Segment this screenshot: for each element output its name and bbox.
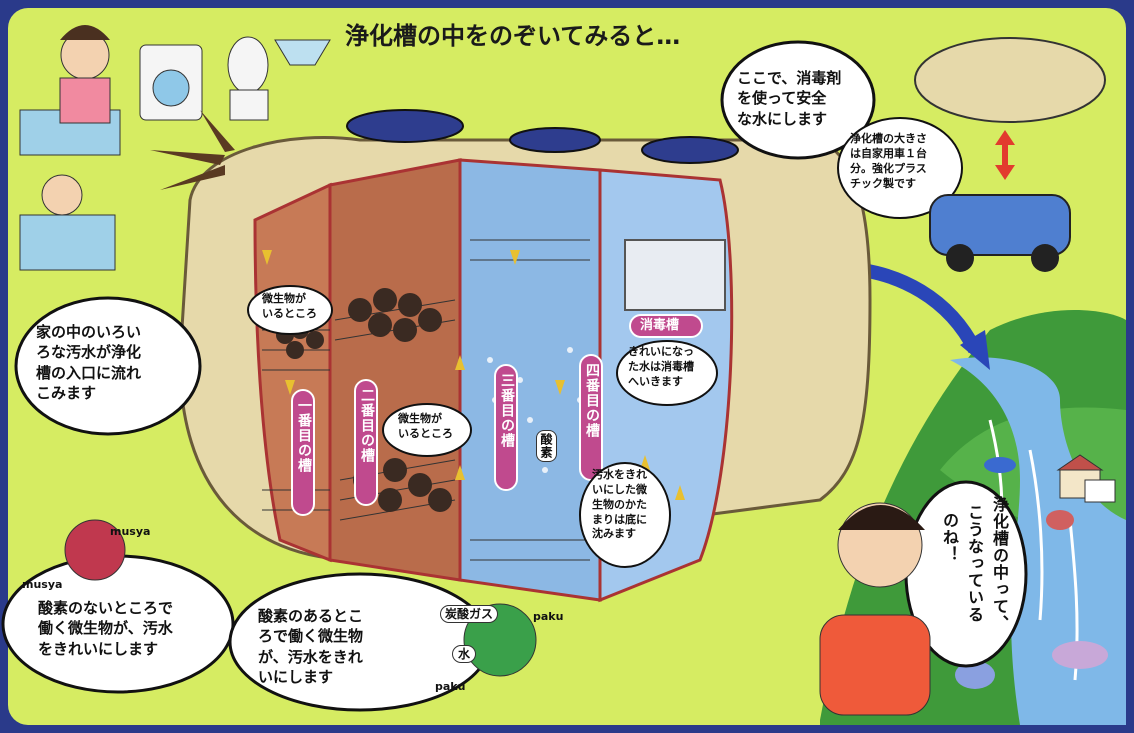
girl-speech-col-1: 浄化槽の中って、: [990, 496, 1009, 632]
size-compare-arrow: [995, 130, 1015, 180]
inlet-bubble: [14, 296, 202, 436]
tank2-note: 微生物が いるところ: [398, 412, 453, 442]
flow-arrows: [262, 250, 685, 500]
girl-speech-col-2: こうなっている: [965, 504, 984, 623]
tank1-note-line-1: 微生物が: [262, 292, 306, 305]
disinfect-line-2: を使って安全: [737, 89, 827, 108]
size-note-line-1: 浄化槽の大きさ: [850, 132, 927, 145]
anaerobic-line-3: をきれいにします: [38, 639, 159, 658]
tank1-note-line-2: いるところ: [262, 306, 317, 320]
inlet-line-2: ろな汚水が浄化: [36, 343, 142, 362]
sediment-line-5: 沈みます: [592, 527, 636, 541]
manhole-cover-2: [509, 127, 601, 153]
sediment-bubble: [579, 462, 671, 568]
size-note-line-2: は自家用車１台: [850, 146, 927, 160]
microbe-clusters: [276, 288, 452, 512]
manhole-cover-1: [346, 109, 464, 143]
tank4-note-bubble: [616, 340, 718, 406]
tank3-label: 三番目の槽: [499, 373, 515, 448]
fish-icon-3: [1052, 641, 1108, 669]
bathtub-icon: [19, 214, 116, 271]
sediment-line-3: 生物のかた: [592, 497, 647, 511]
aerobic-text: 酸素のあるとこ ろで働く微生物 が、汚水をきれ いにします: [258, 606, 363, 687]
disinfect-line-3: な水にします: [737, 109, 828, 128]
characters: [19, 25, 1106, 716]
aerobic-line-2: ろで働く微生物: [258, 627, 364, 646]
title: 浄化槽の中をのぞいてみると…: [345, 22, 681, 50]
disinfect-bubble: [720, 40, 876, 160]
child-figure: [41, 174, 83, 216]
sound-musya-2: musya: [22, 578, 63, 591]
manhole-cover-3: [641, 136, 739, 164]
girl-speech-col-3: のね！: [940, 512, 959, 563]
inlet-line-1: 家の中のいろい: [36, 323, 142, 341]
tank-size-icon: [914, 37, 1106, 123]
tank4-note-line-1: きれいになっ: [628, 345, 694, 358]
inlet-line-3: 槽の入口に流れ: [36, 363, 142, 382]
river: [950, 357, 1126, 725]
tank1-note: 微生物が いるところ: [262, 292, 317, 322]
anaerobic-text: 酸素のないところで 働く微生物が、汚水 をきれいにします: [38, 598, 173, 659]
sound-musya-1: musya: [110, 525, 151, 538]
disinfect-chamber: [624, 239, 726, 311]
car-icon: [929, 194, 1071, 256]
tank2-label-pill: [354, 379, 378, 506]
inlet-arrows: [150, 110, 235, 190]
tank2-label: 二番目の槽: [359, 388, 375, 463]
aerobic-line-1: 酸素のあるとこ: [258, 607, 364, 625]
tank2-note-bubble: [382, 403, 472, 457]
disinfect-label-pill: [629, 314, 703, 338]
tank4-label: 四番目の槽: [584, 363, 600, 438]
tank2-note-line-1: 微生物が: [398, 412, 442, 425]
crab-icon: [955, 661, 995, 689]
toilet-icon: [227, 36, 269, 94]
size-note-text: 浄化槽の大きさ は自家用車１台 分。強化プラス チック製です: [850, 132, 927, 191]
tank1-label: 一番目の槽: [296, 398, 312, 473]
size-note-line-3: 分。強化プラス: [850, 161, 927, 175]
anaerobic-microbe-character: [64, 519, 126, 581]
water-label: 水: [452, 645, 477, 664]
tank4-note-line-2: た水は消毒槽: [628, 359, 694, 373]
sound-paku-1: paku: [533, 610, 564, 623]
disinfect-line-1: ここで、消毒剤: [737, 69, 842, 87]
washbasin-icon: [274, 39, 331, 66]
sediment-line-4: まりは底に: [592, 512, 647, 526]
size-note-bubble: [837, 117, 963, 219]
sediment-line-1: 汚水をきれ: [592, 468, 647, 481]
tank1-note-bubble: [247, 285, 333, 335]
aerobic-line-4: いにします: [258, 667, 334, 686]
tank4-note-line-3: へいきます: [628, 374, 683, 388]
sediment-line-2: いにした微: [592, 482, 647, 496]
tank4-note: きれいになっ た水は消毒槽 へいきます: [628, 345, 694, 390]
tank2-note-line-2: いるところ: [398, 426, 453, 440]
sound-paku-2: paku: [435, 680, 466, 693]
anaerobic-line-1: 酸素のないところで: [38, 599, 174, 617]
disinfect-tank-label: 消毒槽: [640, 318, 680, 333]
tank1-label-pill: [291, 389, 315, 516]
size-note-line-4: チック製です: [850, 176, 916, 190]
anaerobic-line-2: 働く微生物が、汚水: [38, 619, 173, 638]
fish-icon: [984, 457, 1016, 473]
girl-shirt: [819, 614, 931, 716]
disinfect-text: ここで、消毒剤 を使って安全 な水にします: [737, 68, 841, 129]
inlet-line-4: こみます: [36, 383, 97, 402]
tank2-chamber: [328, 158, 462, 582]
aerobic-line-3: が、汚水をきれ: [258, 647, 363, 666]
fish-icon-2: [1046, 510, 1074, 530]
oxygen-label: 酸素: [536, 430, 557, 462]
sediment-note: 汚水をきれ いにした微 生物のかた まりは底に 沈みます: [592, 468, 647, 542]
inlet-text: 家の中のいろい ろな汚水が浄化 槽の入口に流れ こみます: [36, 322, 141, 403]
co2-label: 炭酸ガス: [440, 605, 499, 624]
tank3-label-pill: [494, 364, 518, 491]
